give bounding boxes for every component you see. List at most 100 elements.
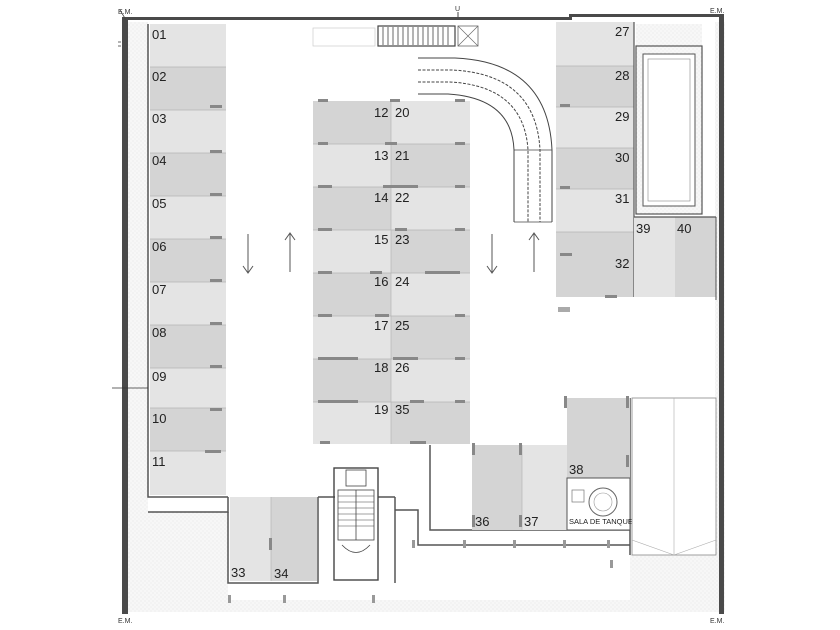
hatch-bottom-right-block (630, 555, 715, 600)
spot-30-area (556, 148, 634, 189)
spot-label-27: 27 (615, 24, 629, 39)
spot-label-25: 25 (395, 318, 409, 333)
spot-14-area (313, 187, 391, 230)
corner-mark-top-left: E.M. (118, 9, 132, 16)
left-spot-column (150, 24, 226, 495)
spot-label-28: 28 (615, 68, 629, 83)
right-spot-column (556, 22, 635, 312)
spot-38-area (567, 398, 630, 478)
spot-32-area (556, 232, 634, 297)
tank-room (566, 477, 631, 531)
spot-label-20: 20 (395, 105, 409, 120)
spot-label-18: 18 (374, 360, 388, 375)
spots-39-40 (634, 216, 717, 300)
hatch-left-strip (128, 22, 148, 612)
spot-22-area (391, 187, 470, 230)
spot-07-area (150, 282, 226, 325)
spot-label-23: 23 (395, 232, 409, 247)
spot-19-area (313, 402, 391, 444)
spot-label-09: 09 (152, 369, 166, 384)
arrow-up-left-icon (284, 232, 296, 272)
spot-04-area (150, 153, 226, 196)
spot-28-area (556, 66, 634, 107)
spot-11-area (150, 451, 226, 495)
spot-33-area (230, 497, 271, 581)
spot-24-area (391, 273, 470, 316)
spot-06-area (150, 239, 226, 282)
spot-label-07: 07 (152, 282, 166, 297)
spot-label-21: 21 (395, 148, 409, 163)
arrow-down-left-icon (242, 234, 254, 274)
spot-label-29: 29 (615, 109, 629, 124)
wall-top-right (570, 14, 722, 17)
spot-label-12: 12 (374, 105, 388, 120)
wall-left (122, 18, 128, 614)
spot-12-area (313, 101, 391, 144)
spot-34-area (271, 497, 317, 581)
top-stair-treads (382, 27, 449, 45)
spot-label-39: 39 (636, 221, 650, 236)
spot-label-10: 10 (152, 411, 166, 426)
spot-label-01: 01 (152, 27, 166, 42)
spot-26-area (391, 359, 470, 402)
spot-label-22: 22 (395, 190, 409, 205)
spot-label-37: 37 (524, 514, 538, 529)
tank-room-cistern (588, 487, 618, 517)
spot-39-area (634, 217, 675, 297)
wall-right (719, 14, 724, 614)
hatch-bottom-strip (128, 600, 725, 612)
top-right-tank (635, 45, 703, 215)
spot-13-area (313, 144, 391, 187)
spot-08-area (150, 325, 226, 368)
bottom-stair-core (333, 467, 379, 581)
spot-label-02: 02 (152, 69, 166, 84)
spot-36-area (472, 445, 522, 530)
curved-ramp (418, 57, 553, 223)
spot-09-area (150, 368, 226, 408)
spot-label-31: 31 (615, 191, 629, 206)
spot-label-36: 36 (475, 514, 489, 529)
entrance-slab (312, 27, 376, 47)
spot-labels: 01 02 03 04 05 06 07 08 09 10 11 12 13 1… (152, 24, 691, 581)
spot-label-03: 03 (152, 111, 166, 126)
spot-03-area (150, 110, 226, 153)
spot-label-40: 40 (677, 221, 691, 236)
spot-31-area (556, 189, 634, 232)
spot-27-area (556, 22, 634, 66)
outer-walls (122, 14, 724, 614)
spot-label-06: 06 (152, 239, 166, 254)
spot-label-30: 30 (615, 150, 629, 165)
spot-40-area (675, 217, 716, 297)
top-stair (377, 25, 456, 47)
spot-label-35: 35 (395, 402, 409, 417)
spot-label-15: 15 (374, 232, 388, 247)
wall-top-left (122, 17, 572, 20)
bottom-left-block (230, 497, 317, 581)
spot-02-area (150, 67, 226, 110)
spot-18-area (313, 359, 391, 402)
tank-inner (642, 53, 696, 207)
spot-35-area (391, 402, 470, 444)
spot-21-area (391, 144, 470, 187)
spot-23-area (391, 230, 470, 273)
wall-top-step (569, 14, 572, 20)
top-entrance: U (312, 6, 479, 47)
corner-mark-bottom-right: E.M. (710, 618, 724, 625)
spot-label-19: 19 (374, 402, 388, 417)
spot-29-area (556, 107, 634, 148)
arrow-down-right-icon (486, 234, 498, 274)
hatch-bottom-left-block (148, 512, 228, 600)
spot-label-33: 33 (231, 565, 245, 580)
spot-label-04: 04 (152, 153, 166, 168)
spot-label-34: 34 (274, 566, 288, 581)
spot-01-area (150, 24, 226, 67)
spot-37-area (522, 445, 567, 530)
spot-label-14: 14 (374, 190, 388, 205)
spot-label-24: 24 (395, 274, 409, 289)
spot-label-16: 16 (374, 274, 388, 289)
lift-shaft (457, 25, 479, 47)
central-spot-block (313, 99, 470, 444)
corner-mark-bottom-left: E.M. (118, 618, 132, 625)
spot-20-area (391, 101, 470, 144)
